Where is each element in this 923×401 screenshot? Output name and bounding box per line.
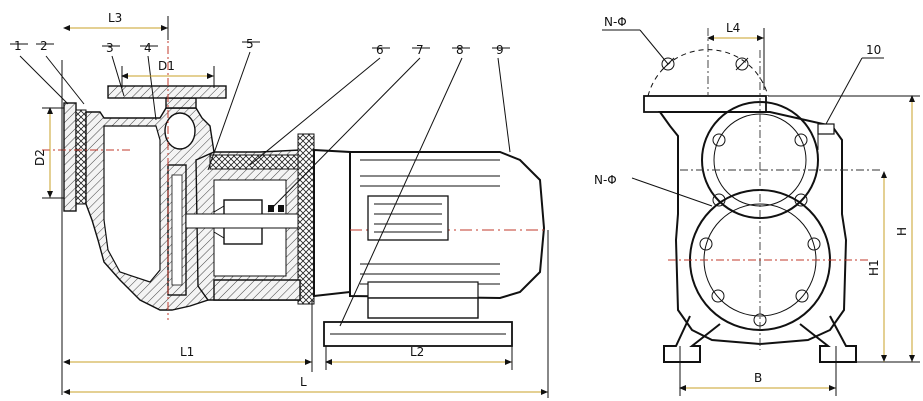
dim-L2: L2 — [410, 345, 424, 359]
hole-label-side: N-Φ — [594, 173, 617, 187]
pump-section-view — [63, 85, 315, 311]
dim-B: B — [754, 371, 762, 385]
motor-bell — [313, 148, 351, 298]
dim-D2: D2 — [33, 149, 47, 166]
right-foot — [799, 315, 857, 363]
dim-L: L — [300, 375, 307, 389]
inlet-gasket — [75, 109, 87, 205]
part-10-plug — [817, 123, 835, 135]
dim-L4: L4 — [726, 21, 740, 35]
dim-H1: H1 — [867, 259, 881, 276]
left-foot — [663, 315, 721, 363]
discharge-flange — [107, 85, 227, 99]
inlet-flange — [63, 102, 77, 212]
part-label-3: 3 — [106, 41, 114, 55]
shaft — [185, 213, 307, 229]
part-label-8: 8 — [456, 43, 464, 57]
coupling-flange — [297, 133, 315, 305]
flange-bolt-holes — [661, 57, 749, 71]
part-label-1: 1 — [14, 39, 22, 53]
motor-feet — [367, 297, 479, 319]
dim-H: H — [895, 227, 909, 236]
dim-D1: D1 — [158, 59, 175, 73]
motor — [313, 148, 546, 319]
part-label-2: 2 — [40, 39, 48, 53]
end-view-casing — [658, 111, 848, 346]
part-label-4: 4 — [144, 41, 152, 55]
end-view: L4 N-Φ N-Φ 10 — [594, 15, 920, 396]
part-label-5: 5 — [246, 37, 254, 51]
part-labels: 1 2 3 4 5 6 7 8 9 — [14, 37, 504, 57]
dim-L1: L1 — [180, 345, 194, 359]
dim-L3: L3 — [108, 11, 122, 25]
part-leaders — [19, 51, 511, 327]
hole-label-top: N-Φ — [604, 15, 627, 29]
terminal-box — [367, 195, 449, 241]
part-label-7: 7 — [416, 43, 424, 57]
part-label-10: 10 — [866, 43, 881, 57]
part-label-6: 6 — [376, 43, 384, 57]
part-label-9: 9 — [496, 43, 504, 57]
